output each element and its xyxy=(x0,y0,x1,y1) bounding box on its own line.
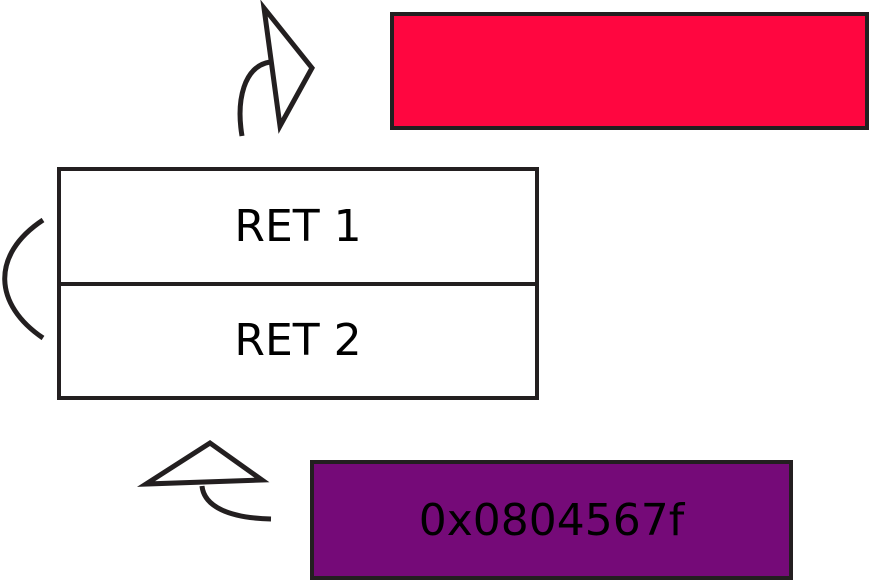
top-arrow-curve xyxy=(237,59,271,137)
bottom-arrow-head-icon xyxy=(136,439,270,487)
stack-slot-ret-1: RET 1 xyxy=(234,200,362,252)
stack-slot-ret-2: RET 2 xyxy=(61,281,535,397)
overwritten-block xyxy=(390,12,869,130)
return-stack: RET 1 RET 2 xyxy=(57,167,539,400)
top-arrow-head-icon xyxy=(260,0,315,134)
left-arc xyxy=(2,217,45,341)
bottom-arrow-curve xyxy=(199,485,272,522)
address-block: 0x0804567f xyxy=(310,460,793,580)
